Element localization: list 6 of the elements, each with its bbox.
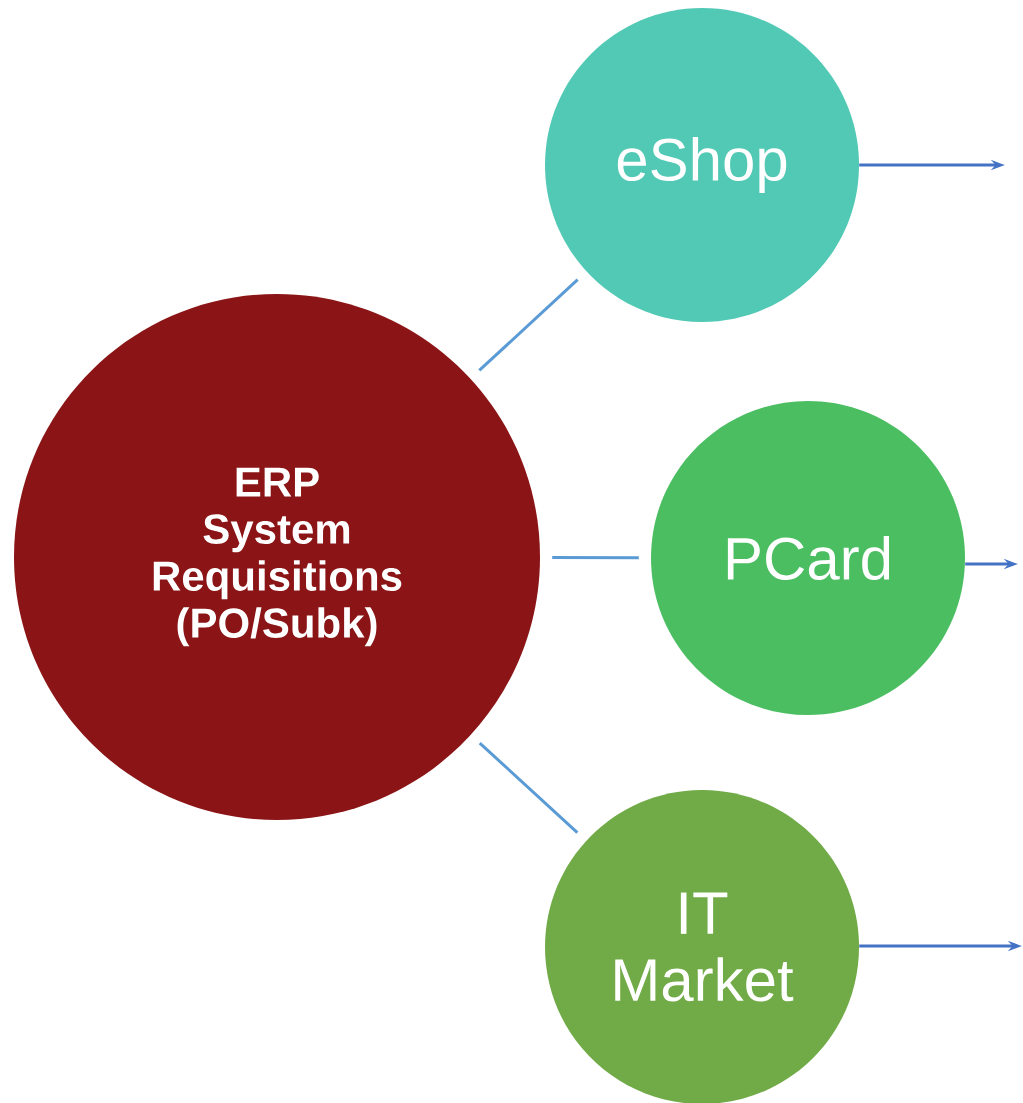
connector-line	[552, 556, 639, 560]
circle-node: PCard	[651, 401, 965, 715]
circle-node: eShop	[545, 8, 859, 322]
connector-line	[478, 278, 579, 372]
circle-node: ERP System Requisitions (PO/Subk)	[14, 294, 540, 820]
connector-line	[478, 741, 579, 834]
